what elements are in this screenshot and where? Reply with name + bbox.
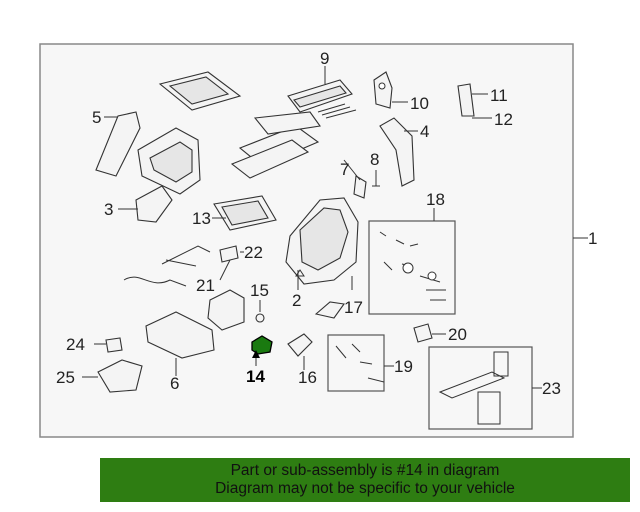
part-14-highlighted bbox=[251, 335, 273, 366]
box-18 bbox=[368, 220, 456, 315]
part-24-bracket bbox=[105, 337, 123, 353]
callout-12: 12 bbox=[494, 110, 513, 129]
part-16-hose bbox=[287, 333, 313, 357]
part-10-bracket bbox=[373, 71, 393, 109]
callout-25: 25 bbox=[56, 368, 75, 387]
part-25-duct bbox=[97, 359, 143, 393]
part-23-seals bbox=[438, 351, 509, 425]
callout-1: 1 bbox=[588, 229, 597, 248]
parts-diagram: 1 2 3 4 5 6 7 8 9 10 11 12 13 14 15 16 1… bbox=[39, 43, 597, 438]
callout-5: 5 bbox=[92, 108, 101, 127]
part-8-screw bbox=[372, 170, 380, 187]
callout-4: 4 bbox=[420, 122, 429, 141]
callout-14: 14 bbox=[246, 367, 265, 386]
part-9-heater-core bbox=[287, 79, 357, 119]
callout-21: 21 bbox=[196, 276, 215, 295]
part-5-duct bbox=[95, 111, 141, 177]
callout-7: 7 bbox=[340, 160, 349, 179]
banner-line-2: Diagram may not be specific to your vehi… bbox=[215, 480, 515, 497]
callout-13: 13 bbox=[192, 209, 211, 228]
part-6-lower-case bbox=[145, 311, 215, 359]
part-3-blower-housing bbox=[135, 127, 201, 223]
callout-22: 22 bbox=[244, 243, 263, 262]
part-11-bracket bbox=[457, 83, 475, 117]
callout-17: 17 bbox=[344, 298, 363, 317]
callout-16: 16 bbox=[298, 368, 317, 387]
box-19-fasteners bbox=[335, 343, 385, 383]
callout-20: 20 bbox=[448, 325, 467, 344]
box-19 bbox=[327, 334, 385, 392]
callout-2: 2 bbox=[292, 291, 301, 310]
part-4-duct bbox=[379, 117, 415, 187]
callout-9: 9 bbox=[320, 49, 329, 68]
part-22-actuator bbox=[219, 245, 239, 263]
callout-3: 3 bbox=[104, 200, 113, 219]
part-21-link bbox=[161, 245, 211, 267]
part-motor bbox=[207, 289, 245, 331]
callout-6: 6 bbox=[170, 374, 179, 393]
box-18-fasteners bbox=[379, 231, 446, 301]
callout-24: 24 bbox=[66, 335, 85, 354]
part-2-main-housing bbox=[285, 197, 359, 285]
callout-23: 23 bbox=[542, 379, 561, 398]
banner-line-1: Part or sub-assembly is #14 in diagram bbox=[230, 462, 500, 479]
callout-18: 18 bbox=[426, 190, 445, 209]
callout-19: 19 bbox=[394, 357, 413, 376]
callout-8: 8 bbox=[370, 150, 379, 169]
callout-11: 11 bbox=[490, 86, 508, 105]
callout-15: 15 bbox=[250, 281, 269, 300]
part-15-grommet bbox=[255, 313, 265, 323]
notice-banner: Part or sub-assembly is #14 in diagram D… bbox=[100, 458, 630, 502]
callout-10: 10 bbox=[410, 94, 429, 113]
part-hose bbox=[123, 276, 187, 287]
part-20-sensor bbox=[413, 323, 433, 343]
part-7-clip bbox=[353, 175, 367, 199]
part-17-seal bbox=[314, 301, 345, 319]
